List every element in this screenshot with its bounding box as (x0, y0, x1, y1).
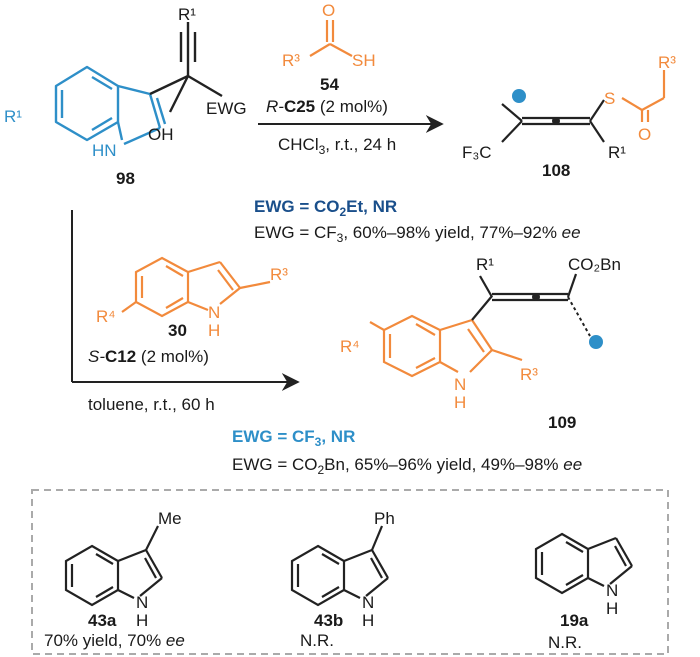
top-result-ee: ee (562, 223, 581, 242)
compound-number-108: 108 (542, 161, 570, 180)
s-108: S (604, 89, 615, 108)
control-substrates-box (31, 489, 669, 655)
top-result-a: EWG = CF (254, 223, 337, 242)
allene-center-109 (532, 293, 540, 301)
r1-ring-98: R¹ (4, 107, 22, 126)
compound-number-19a: 19a (560, 611, 589, 630)
h-19a: H (606, 599, 618, 618)
bottom-catalyst: S-C12 (2 mol%) (88, 347, 209, 366)
r3-109: R³ (520, 365, 538, 384)
n-43a: N (136, 593, 148, 612)
compound-number-43a: 43a (88, 611, 117, 630)
compound-number-30: 30 (168, 321, 187, 340)
h-43a: H (136, 611, 148, 630)
indole-19a (534, 532, 633, 595)
r1-top-98: R¹ (178, 5, 196, 24)
allene-center-108 (552, 117, 560, 125)
top-conditions: CHCl3, r.t., 24 h (278, 135, 396, 157)
top-solvent-a: CHCl (278, 135, 319, 154)
compound-number-43b: 43b (314, 611, 343, 630)
thioacid-sh: SH (352, 51, 376, 70)
bottom-cat-prefix: S- (88, 347, 105, 366)
r4-30: R⁴ (96, 307, 116, 326)
hn-98: HN (92, 141, 117, 160)
bottom-nr-sub: 3 (315, 435, 322, 449)
r3-108: R³ (658, 53, 676, 72)
top-solvent-b: , r.t., 24 h (325, 135, 396, 154)
f3c-108: F₃C (462, 143, 492, 162)
top-cat-name: C25 (284, 97, 315, 116)
compound-number-109: 109 (548, 413, 576, 432)
product-109 (369, 273, 578, 378)
n-43b: N (362, 593, 374, 612)
bottom-conditions: toluene, r.t., 60 h (88, 395, 215, 414)
hash-bond-109 (567, 296, 591, 337)
bottom-cat-name: C12 (105, 347, 136, 366)
sub-43a: Me (158, 509, 182, 528)
bottom-result: EWG = CO2Bn, 65%–96% yield, 49%–98% ee (232, 455, 582, 477)
substrate-98 (54, 22, 223, 146)
bottom-nr-a: EWG = CF (232, 427, 315, 446)
result-43a: 70% yield, 70% ee (44, 631, 185, 650)
n-30: N (208, 303, 220, 322)
stereo-dot-108 (512, 89, 526, 103)
top-catalyst: R-C25 (2 mol%) (266, 97, 388, 116)
result-43b: N.R. (300, 631, 334, 650)
compound-number-54: 54 (320, 75, 339, 94)
bottom-result-a: EWG = CO (232, 455, 317, 474)
top-cat-loading: (2 mol%) (315, 97, 388, 116)
n-109: N (454, 375, 466, 394)
top-result-b: , 60%–98% yield, 77%–92% (343, 223, 561, 242)
bottom-nr-note: EWG = CF3, NR (232, 427, 355, 449)
compound-number-98: 98 (116, 169, 135, 188)
r1-108: R¹ (608, 143, 626, 162)
result-19a: N.R. (548, 633, 582, 652)
result-43a-ee: ee (166, 631, 185, 650)
bottom-nr-b: , NR (321, 427, 355, 446)
h-109: H (454, 393, 466, 412)
bottom-reaction-arrow (71, 210, 300, 391)
thioacid-r3: R³ (282, 51, 300, 70)
bottom-result-ee: ee (563, 455, 582, 474)
stereo-dot-109 (589, 335, 603, 349)
bottom-cat-loading: (2 mol%) (136, 347, 209, 366)
thioacid-54 (309, 20, 353, 57)
oh-98: OH (148, 125, 174, 144)
indole-core-98 (54, 65, 167, 146)
top-nr-note: EWG = CO2Et, NR (254, 197, 397, 219)
ewg-98: EWG (206, 99, 247, 118)
result-43a-a: 70% yield, 70% (44, 631, 166, 650)
product-108 (501, 70, 666, 143)
propargyl-chain-98 (149, 22, 223, 113)
top-cat-prefix: R- (266, 97, 284, 116)
top-nr-a: EWG = CO (254, 197, 339, 216)
indole-30 (121, 256, 271, 318)
sub-43b: Ph (374, 509, 395, 528)
indole-43b (290, 525, 389, 607)
n-19a: N (606, 581, 618, 600)
r3-30: R³ (270, 265, 288, 284)
h-43b: H (362, 611, 374, 630)
bottom-result-b: Bn, 65%–96% yield, 49%–98% (324, 455, 563, 474)
top-result: EWG = CF3, 60%–98% yield, 77%–92% ee (254, 223, 581, 245)
r1-109: R¹ (476, 255, 494, 274)
top-nr-b: Et, NR (346, 197, 397, 216)
top-solvent-sub: 3 (319, 143, 326, 157)
bottom-result-sub: 2 (317, 463, 324, 477)
top-nr-sub: 2 (339, 205, 346, 219)
h-30: H (208, 321, 220, 340)
top-result-sub: 3 (337, 231, 344, 245)
o-108: O (638, 125, 651, 144)
thioacid-o: O (322, 1, 335, 20)
indole-43a (64, 525, 163, 607)
co2bn-109: CO₂Bn (568, 255, 621, 274)
r4-109: R⁴ (340, 337, 360, 356)
